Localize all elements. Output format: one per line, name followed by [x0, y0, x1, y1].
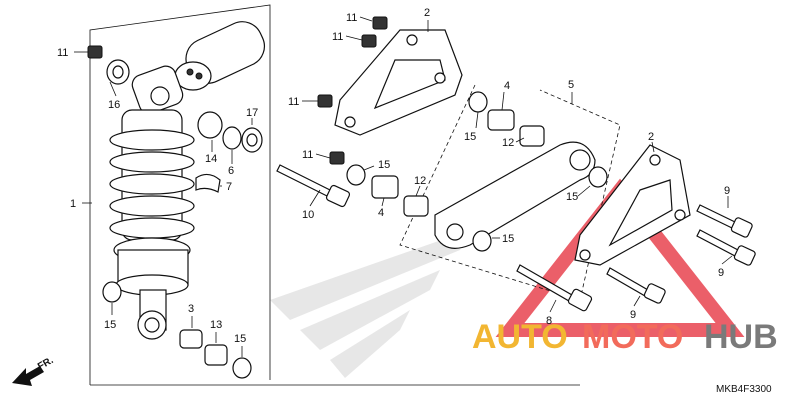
- callout-5: 5: [568, 79, 574, 91]
- callout-11: 11: [302, 149, 313, 161]
- callout-12: 12: [502, 137, 514, 149]
- callout-15: 15: [378, 159, 390, 171]
- diagram-code: MKB4F3300: [716, 384, 772, 395]
- bolt-9-c: [606, 267, 666, 304]
- callout-7: 7: [226, 181, 232, 193]
- label-sheet-7: [195, 173, 221, 193]
- callout-4: 4: [378, 207, 384, 219]
- callout-11: 11: [332, 31, 343, 43]
- callout-15: 15: [464, 131, 476, 143]
- shock-absorber: [109, 21, 265, 340]
- bracket-2-upper: [334, 29, 463, 136]
- seal-15-mid: [346, 164, 366, 186]
- callout-9: 9: [718, 267, 724, 279]
- callout-4: 4: [504, 80, 510, 92]
- nut-11-d: [329, 151, 345, 165]
- watermark-logo: AUTO MOTO HUB: [472, 318, 778, 356]
- watermark-wing: [270, 230, 470, 378]
- nut-11-a: [372, 16, 388, 30]
- leader-lines: [74, 16, 733, 357]
- callout-15: 15: [566, 191, 578, 203]
- callout-1: 1: [70, 198, 76, 210]
- shock-spring: [109, 129, 195, 239]
- nut-11-c: [317, 94, 333, 108]
- watermark-auto: AUTO: [472, 318, 568, 356]
- callouts: 11 16 1 14 6 17 7 15 3 13 15 11 11 11 11…: [57, 7, 730, 345]
- front-label: FR.: [36, 355, 56, 373]
- bearing-12-mid: [403, 195, 429, 217]
- callout-3: 3: [188, 303, 194, 315]
- callout-11: 11: [57, 47, 68, 59]
- seal-15-left: [102, 281, 122, 303]
- watermark-triangle-icon: [495, 178, 745, 337]
- bracket-2-lower: [574, 144, 691, 266]
- bushing-14: [197, 111, 223, 139]
- seal-15-lower: [472, 230, 492, 252]
- callout-13: 13: [210, 319, 222, 331]
- collar-3: [179, 329, 203, 349]
- callout-2: 2: [424, 7, 430, 19]
- callout-15: 15: [234, 333, 246, 345]
- nut-11-top: [87, 45, 103, 59]
- watermark-hub: HUB: [704, 318, 778, 356]
- front-arrow-icon: FR.: [12, 355, 56, 386]
- callout-15: 15: [104, 319, 116, 331]
- bearing-13: [204, 344, 228, 366]
- callout-2: 2: [648, 131, 654, 143]
- callout-9: 9: [630, 309, 636, 321]
- callout-11: 11: [346, 12, 357, 24]
- collar-4-upper: [487, 109, 515, 131]
- callout-16: 16: [108, 99, 120, 111]
- seal-15-bottom: [232, 357, 252, 379]
- seal-16: [106, 59, 130, 85]
- seal-17: [241, 127, 263, 153]
- bolt-9-a: [696, 204, 753, 238]
- bearing-12-upper: [519, 125, 545, 147]
- link-arm-5: [434, 141, 596, 249]
- bolt-8: [516, 264, 593, 312]
- callout-8: 8: [546, 315, 552, 327]
- seal-15-right: [588, 166, 608, 188]
- callout-9: 9: [724, 185, 730, 197]
- callout-10: 10: [302, 209, 314, 221]
- collar-4-mid: [371, 175, 399, 199]
- seal-15-upper: [468, 91, 488, 113]
- nut-11-b: [361, 34, 377, 48]
- watermark-moto: MOTO: [582, 318, 683, 356]
- callout-17: 17: [246, 107, 258, 119]
- callout-15: 15: [502, 233, 514, 245]
- bolt-9-b: [696, 229, 756, 266]
- callout-14: 14: [205, 153, 217, 165]
- group-frame: [89, 4, 271, 385]
- callout-11: 11: [288, 96, 299, 108]
- ring-6: [222, 126, 242, 150]
- callout-6: 6: [228, 165, 234, 177]
- callout-12: 12: [414, 175, 426, 187]
- bolt-10: [276, 164, 351, 208]
